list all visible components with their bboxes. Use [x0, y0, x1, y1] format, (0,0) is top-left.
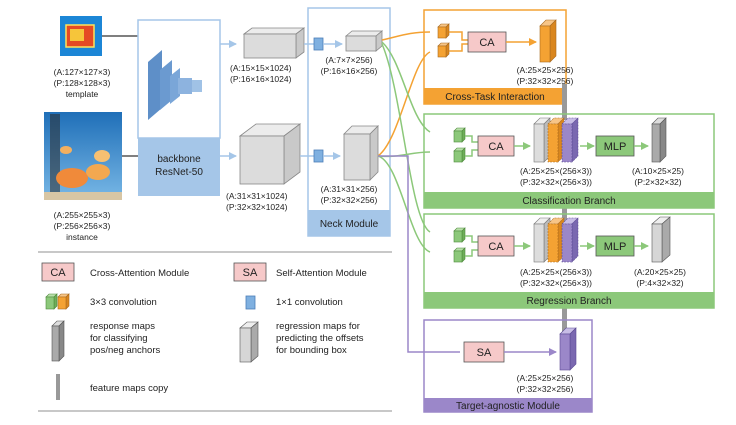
legend-sa-badge	[233, 262, 267, 282]
cross-task-conv3-bottom	[437, 42, 450, 58]
backbone-top-dims-a: (A:15×15×1024)	[230, 63, 292, 73]
backbone-top-feature-map	[242, 27, 306, 59]
ta-output-map	[559, 327, 577, 371]
copy-bar-cls-to-reg	[562, 206, 567, 228]
legend-ca-text: Cross-Attention Module	[90, 268, 189, 279]
legend-ca-badge-text: CA	[50, 267, 66, 279]
reg-conv3-top	[453, 227, 466, 243]
reg-concat-dims-p: (P:32×32×(256×3))	[520, 278, 592, 288]
backbone-top-dims-p: (P:16×16×1024)	[230, 74, 292, 84]
legend-resp-line-1: response maps	[90, 321, 155, 332]
cls-output-dims-a: (A:10×25×25)	[632, 166, 684, 176]
target-agnostic-title: Target-agnostic Module	[456, 401, 560, 412]
reg-conv-to-ca	[465, 235, 478, 257]
classification-title: Classification Branch	[522, 196, 615, 207]
cls-concat-maps	[533, 117, 579, 163]
reg-regression-map	[651, 216, 671, 263]
legend-regression-map-icon	[239, 321, 259, 363]
template-image	[60, 16, 102, 56]
neck-module-label: Neck Module	[320, 219, 379, 230]
legend-copy-text: feature maps copy	[90, 383, 168, 394]
legend-conv1-icon	[245, 295, 256, 310]
reg-output-dims-p: (P:4×32×32)	[636, 278, 683, 288]
ta-dims-a: (A:25×25×256)	[517, 373, 574, 383]
backbone-label-2: ResNet-50	[155, 167, 203, 178]
cls-output-dims-p: (P:2×32×32)	[634, 177, 681, 187]
legend-copy-icon	[56, 374, 60, 400]
neck-bottom-dims-p: (P:32×32×256)	[321, 195, 378, 205]
cross-task-conv3-top	[437, 23, 450, 39]
instance-dims-p: (P:256×256×3)	[54, 221, 111, 231]
cross-task-conv-to-ca	[449, 31, 468, 52]
instance-label: instance	[66, 232, 98, 242]
cls-mlp-label: MLP	[604, 141, 627, 153]
template-dims-p: (P:128×128×3)	[54, 78, 111, 88]
classification-title-bar	[424, 192, 714, 208]
cross-task-title-bar	[424, 88, 566, 104]
reg-concat-dims-a: (A:25×25×(256×3))	[520, 267, 592, 277]
neck-module-bar	[308, 210, 390, 236]
legend-sa-badge-text: SA	[243, 267, 258, 279]
legend-response-map-icon	[51, 320, 65, 362]
cls-ca-label: CA	[488, 141, 504, 153]
legend-conv3-icon	[45, 293, 70, 310]
ta-sa-label: SA	[477, 347, 492, 359]
legend-conv3-text: 3×3 convolution	[90, 297, 157, 308]
backbone-bottom-dims-a: (A:31×31×1024)	[226, 191, 288, 201]
cls-response-map	[651, 117, 667, 163]
cross-task-dims-a: (A:25×25×256)	[517, 65, 574, 75]
copy-bar-cross-to-cls	[562, 84, 567, 120]
backbone-block	[137, 19, 221, 196]
cls-concat-dims-a: (A:25×25×(256×3))	[520, 166, 592, 176]
instance-image	[44, 112, 122, 200]
reg-ca-label: CA	[488, 241, 504, 253]
cross-task-title: Cross-Task Interaction	[445, 92, 544, 103]
cls-concat-dims-p: (P:32×32×(256×3))	[520, 177, 592, 187]
legend-resp-line-3: pos/neg anchors	[90, 345, 160, 356]
neck-top-feature-map	[344, 30, 384, 52]
neck-bottom-dims-a: (A:31×31×256)	[321, 184, 378, 194]
legend-ca-badge	[41, 262, 75, 282]
backbone-bottom-dims-p: (P:32×32×1024)	[226, 202, 288, 212]
cross-task-output-map	[539, 19, 557, 63]
legend-reg-line-2: predicting the offsets	[276, 333, 364, 344]
template-dims-a: (A:127×127×3)	[54, 67, 111, 77]
cls-conv3-bottom	[453, 147, 466, 163]
ta-dims-p: (P:32×32×256)	[517, 384, 574, 394]
cls-conv3-top	[453, 127, 466, 143]
regression-title-bar	[424, 292, 714, 308]
legend-sa-text: Self-Attention Module	[276, 268, 367, 279]
legend-resp-line-2: for classifying	[90, 333, 148, 344]
neck-top-dims-p: (P:16×16×256)	[321, 66, 378, 76]
cls-conv-to-ca	[465, 135, 478, 157]
reg-mlp-label: MLP	[604, 241, 627, 253]
instance-dims-a: (A:255×255×3)	[54, 210, 111, 220]
reg-conv3-bottom	[453, 247, 466, 263]
legend-reg-line-1: regression maps for	[276, 321, 360, 332]
regression-title: Regression Branch	[526, 296, 611, 307]
target-agnostic-title-bar	[424, 398, 592, 412]
reg-output-dims-a: (A:20×25×25)	[634, 267, 686, 277]
backbone-label-1: backbone	[157, 154, 201, 165]
neck-top-dims-a: (A:7×7×256)	[325, 55, 372, 65]
legend-conv1-text: 1×1 convolution	[276, 297, 343, 308]
reg-concat-maps	[533, 217, 579, 263]
cross-task-dims-p: (P:32×32×256)	[517, 76, 574, 86]
neck-bottom-conv1	[313, 149, 324, 163]
backbone-bottom-feature-map	[238, 123, 302, 185]
template-label: template	[66, 89, 99, 99]
neck-bottom-feature-map	[343, 125, 379, 181]
neck-top-conv1	[313, 37, 324, 51]
legend-reg-line-3: for bounding box	[276, 345, 347, 356]
cross-task-ca-label: CA	[479, 37, 495, 49]
